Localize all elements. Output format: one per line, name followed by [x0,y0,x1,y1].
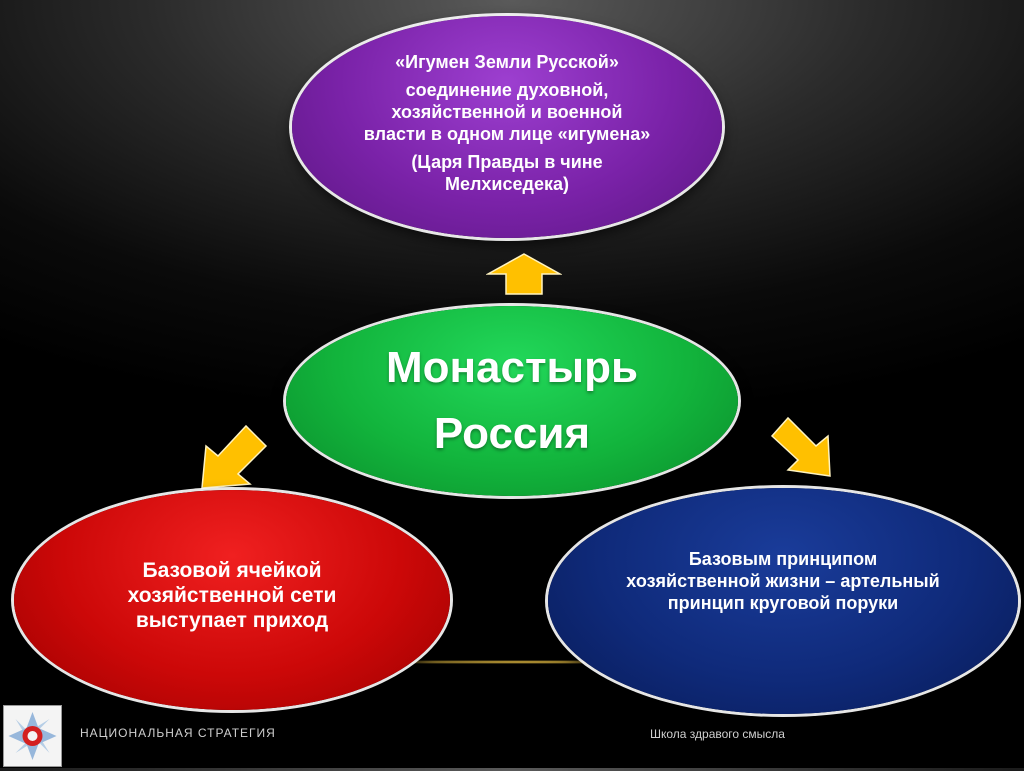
down-right-arrow-icon [770,416,831,477]
center-ellipse-line1: Монастырь [385,343,639,392]
top-ellipse-note: (Царя Правды в чине Мелхиседека) [411,151,602,195]
down-left-arrow-icon [201,424,268,489]
right-ellipse: Базовым принципом хозяйственной жизни – … [548,488,1018,714]
footer-left-text: НАЦИОНАЛЬНАЯ СТРАТЕГИЯ [80,726,276,740]
footer-right-text: Школа здравого смысла [650,727,785,741]
top-ellipse-body-line: власти в одном лице «игумена» [363,124,651,144]
right-ellipse-text: Базовым принципом хозяйственной жизни – … [603,548,963,614]
right-ellipse-line: принцип круговой поруки [667,593,899,613]
left-ellipse: Базовой ячейкой хозяйственной сети высту… [14,490,450,710]
center-ellipse-line2: Россия [433,409,591,458]
right-ellipse-line: Базовым принципом [688,549,878,569]
left-ellipse-line: Базовой ячейкой [142,558,322,582]
top-ellipse: «Игумен Земли Русской» соединение духовн… [292,16,722,238]
left-ellipse-line: выступает приход [135,608,329,632]
top-ellipse-body-line: соединение духовной, [405,80,609,100]
left-ellipse-line: хозяйственной сети [127,583,337,607]
top-ellipse-note-line: Мелхиседека) [444,174,569,194]
glow-line [300,660,740,664]
top-ellipse-body: соединение духовной, хозяйственной и вое… [364,79,651,145]
top-ellipse-note-line: (Царя Правды в чине [411,152,603,172]
top-ellipse-body-line: хозяйственной и военной [391,102,623,122]
right-ellipse-line: хозяйственной жизни – артельный [626,571,940,591]
logo-icon [3,705,62,767]
center-ellipse: Монастырь Россия [286,306,738,496]
left-ellipse-text: Базовой ячейкой хозяйственной сети высту… [82,558,382,633]
up-arrow-icon [486,253,562,295]
top-ellipse-title: «Игумен Земли Русской» [395,52,619,72]
